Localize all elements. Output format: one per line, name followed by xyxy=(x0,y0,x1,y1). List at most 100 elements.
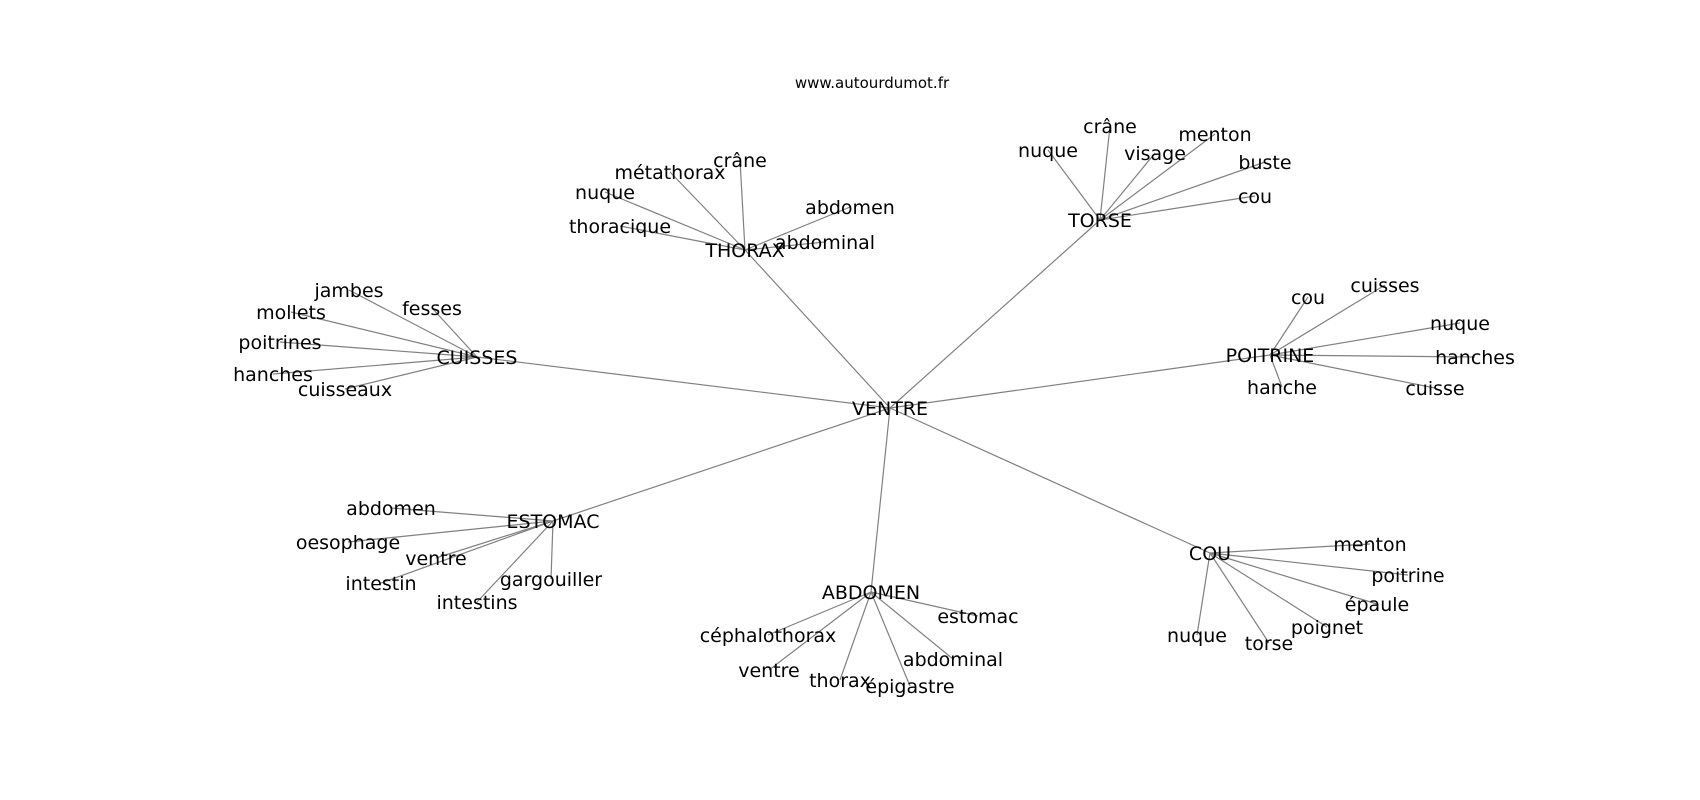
edge-cou-0 xyxy=(1209,543,1371,554)
edge-thorax-4 xyxy=(744,206,851,251)
leaf-node-cuisses-0: jambes xyxy=(313,280,383,302)
edge-abdomen-0 xyxy=(870,591,979,617)
edge-cou-4 xyxy=(1196,552,1211,636)
edge-cou-3 xyxy=(1209,552,1328,628)
leaf-node-poitrine-0: cou xyxy=(1291,287,1325,309)
leaf-node-torse-0: crâne xyxy=(1083,116,1137,138)
edge-cuisses-4 xyxy=(272,356,478,375)
leaf-node-estomac-0: abdomen xyxy=(346,498,436,520)
edge-estomac-4 xyxy=(550,520,554,580)
leaf-node-cou-0: menton xyxy=(1333,534,1406,556)
edge-abdomen-5 xyxy=(870,591,911,687)
hub-node-poitrine: POITRINE xyxy=(1226,345,1315,367)
leaf-node-estomac-3: intestin xyxy=(345,573,416,595)
edge-thorax-3 xyxy=(619,225,746,251)
source-caption: www.autourdumot.fr xyxy=(795,74,950,92)
leaf-node-estomac-1: oesophage xyxy=(296,532,400,554)
leaf-node-abdomen-2: ventre xyxy=(738,660,800,682)
leaf-node-torse-4: buste xyxy=(1238,152,1291,174)
leaf-node-thorax-1: crâne xyxy=(713,150,767,172)
hub-node-cuisses: CUISSES xyxy=(437,347,518,369)
edge-thorax-0 xyxy=(669,171,746,251)
edge-estomac-2 xyxy=(435,520,554,559)
edge-center-abdomen xyxy=(870,407,891,593)
edge-abdomen-1 xyxy=(767,591,872,636)
edge-poitrine-2 xyxy=(1269,322,1461,356)
edge-center-cuisses xyxy=(476,356,891,409)
edge-cuisses-1 xyxy=(290,311,478,358)
edge-center-thorax xyxy=(744,249,891,409)
edge-cou-5 xyxy=(1209,552,1270,644)
leaf-node-thorax-3: thoracique xyxy=(569,216,671,238)
hub-node-estomac: ESTOMAC xyxy=(507,511,600,533)
leaf-node-abdomen-4: thorax xyxy=(809,670,871,692)
edge-torse-1 xyxy=(1047,149,1101,221)
leaf-node-abdomen-5: épigastre xyxy=(865,676,954,698)
edge-poitrine-5 xyxy=(1269,354,1436,389)
edge-cuisses-0 xyxy=(348,289,478,358)
leaf-node-poitrine-3: hanches xyxy=(1435,347,1515,369)
leaf-node-cou-4: nuque xyxy=(1167,625,1227,647)
edge-abdomen-4 xyxy=(839,591,872,681)
edge-poitrine-4 xyxy=(1269,354,1283,388)
leaf-node-estomac-2: ventre xyxy=(405,548,467,570)
edge-torse-3 xyxy=(1099,133,1216,221)
leaf-node-poitrine-2: nuque xyxy=(1430,313,1490,335)
edge-poitrine-1 xyxy=(1269,284,1386,356)
leaf-node-thorax-2: nuque xyxy=(575,182,635,204)
edge-cou-1 xyxy=(1209,552,1409,576)
leaf-node-cuisses-1: mollets xyxy=(256,302,326,324)
leaf-node-cou-3: poignet xyxy=(1291,617,1363,639)
edge-cuisses-2 xyxy=(431,307,478,358)
hub-node-thorax: THORAX xyxy=(704,240,784,262)
leaf-node-abdomen-3: abdominal xyxy=(903,649,1003,671)
edges xyxy=(272,125,1476,687)
leaf-node-cou-1: poitrine xyxy=(1371,565,1444,587)
hub-node-cou: COU xyxy=(1189,543,1231,565)
edge-thorax-5 xyxy=(744,241,826,251)
leaf-node-torse-2: visage xyxy=(1124,143,1186,165)
labels: VENTRETHORAXmétathoraxcrânenuquethoraciq… xyxy=(233,116,1515,698)
leaf-node-cuisses-2: fesses xyxy=(402,298,462,320)
edge-estomac-5 xyxy=(476,520,554,603)
leaf-node-torse-3: menton xyxy=(1178,124,1251,146)
edge-center-cou xyxy=(889,407,1211,554)
leaf-node-poitrine-4: hanche xyxy=(1247,377,1317,399)
edge-torse-4 xyxy=(1099,161,1266,221)
leaf-node-torse-5: cou xyxy=(1238,186,1272,208)
edge-estomac-0 xyxy=(390,507,554,522)
edge-thorax-2 xyxy=(604,191,746,251)
edge-estomac-3 xyxy=(380,520,554,584)
edge-center-estomac xyxy=(552,407,891,522)
leaf-node-cuisses-5: cuisseaux xyxy=(298,379,392,401)
edge-poitrine-3 xyxy=(1269,354,1476,358)
leaf-node-torse-1: nuque xyxy=(1018,140,1078,162)
edge-center-poitrine xyxy=(889,354,1271,409)
leaf-node-cuisses-4: hanches xyxy=(233,364,313,386)
leaf-node-abdomen-1: céphalothorax xyxy=(700,625,837,647)
leaf-node-cou-5: torse xyxy=(1245,633,1293,655)
edge-torse-2 xyxy=(1099,152,1156,221)
hub-node-abdomen: ABDOMEN xyxy=(822,582,920,604)
center-node-label: VENTRE xyxy=(852,398,928,420)
edge-cuisses-3 xyxy=(279,341,478,358)
edge-cou-2 xyxy=(1209,552,1378,605)
edge-poitrine-0 xyxy=(1269,296,1309,356)
edge-thorax-1 xyxy=(739,159,746,251)
leaf-node-estomac-4: gargouiller xyxy=(500,569,602,591)
leaf-node-cuisses-3: poitrines xyxy=(238,332,321,354)
leaf-node-poitrine-5: cuisse xyxy=(1405,378,1464,400)
leaf-node-estomac-5: intestins xyxy=(436,592,517,614)
edge-abdomen-2 xyxy=(768,591,872,671)
leaf-node-thorax-5: abdominal xyxy=(775,232,875,254)
leaf-node-abdomen-0: estomac xyxy=(937,606,1018,628)
hub-node-torse: TORSE xyxy=(1067,210,1132,232)
edge-torse-0 xyxy=(1099,125,1111,221)
leaf-node-thorax-4: abdomen xyxy=(805,197,895,219)
edge-estomac-1 xyxy=(347,520,554,543)
edge-center-torse xyxy=(889,219,1101,409)
leaf-node-thorax-0: métathorax xyxy=(614,162,725,184)
leaf-node-cou-2: épaule xyxy=(1345,594,1409,616)
leaf-node-poitrine-1: cuisses xyxy=(1350,275,1419,297)
